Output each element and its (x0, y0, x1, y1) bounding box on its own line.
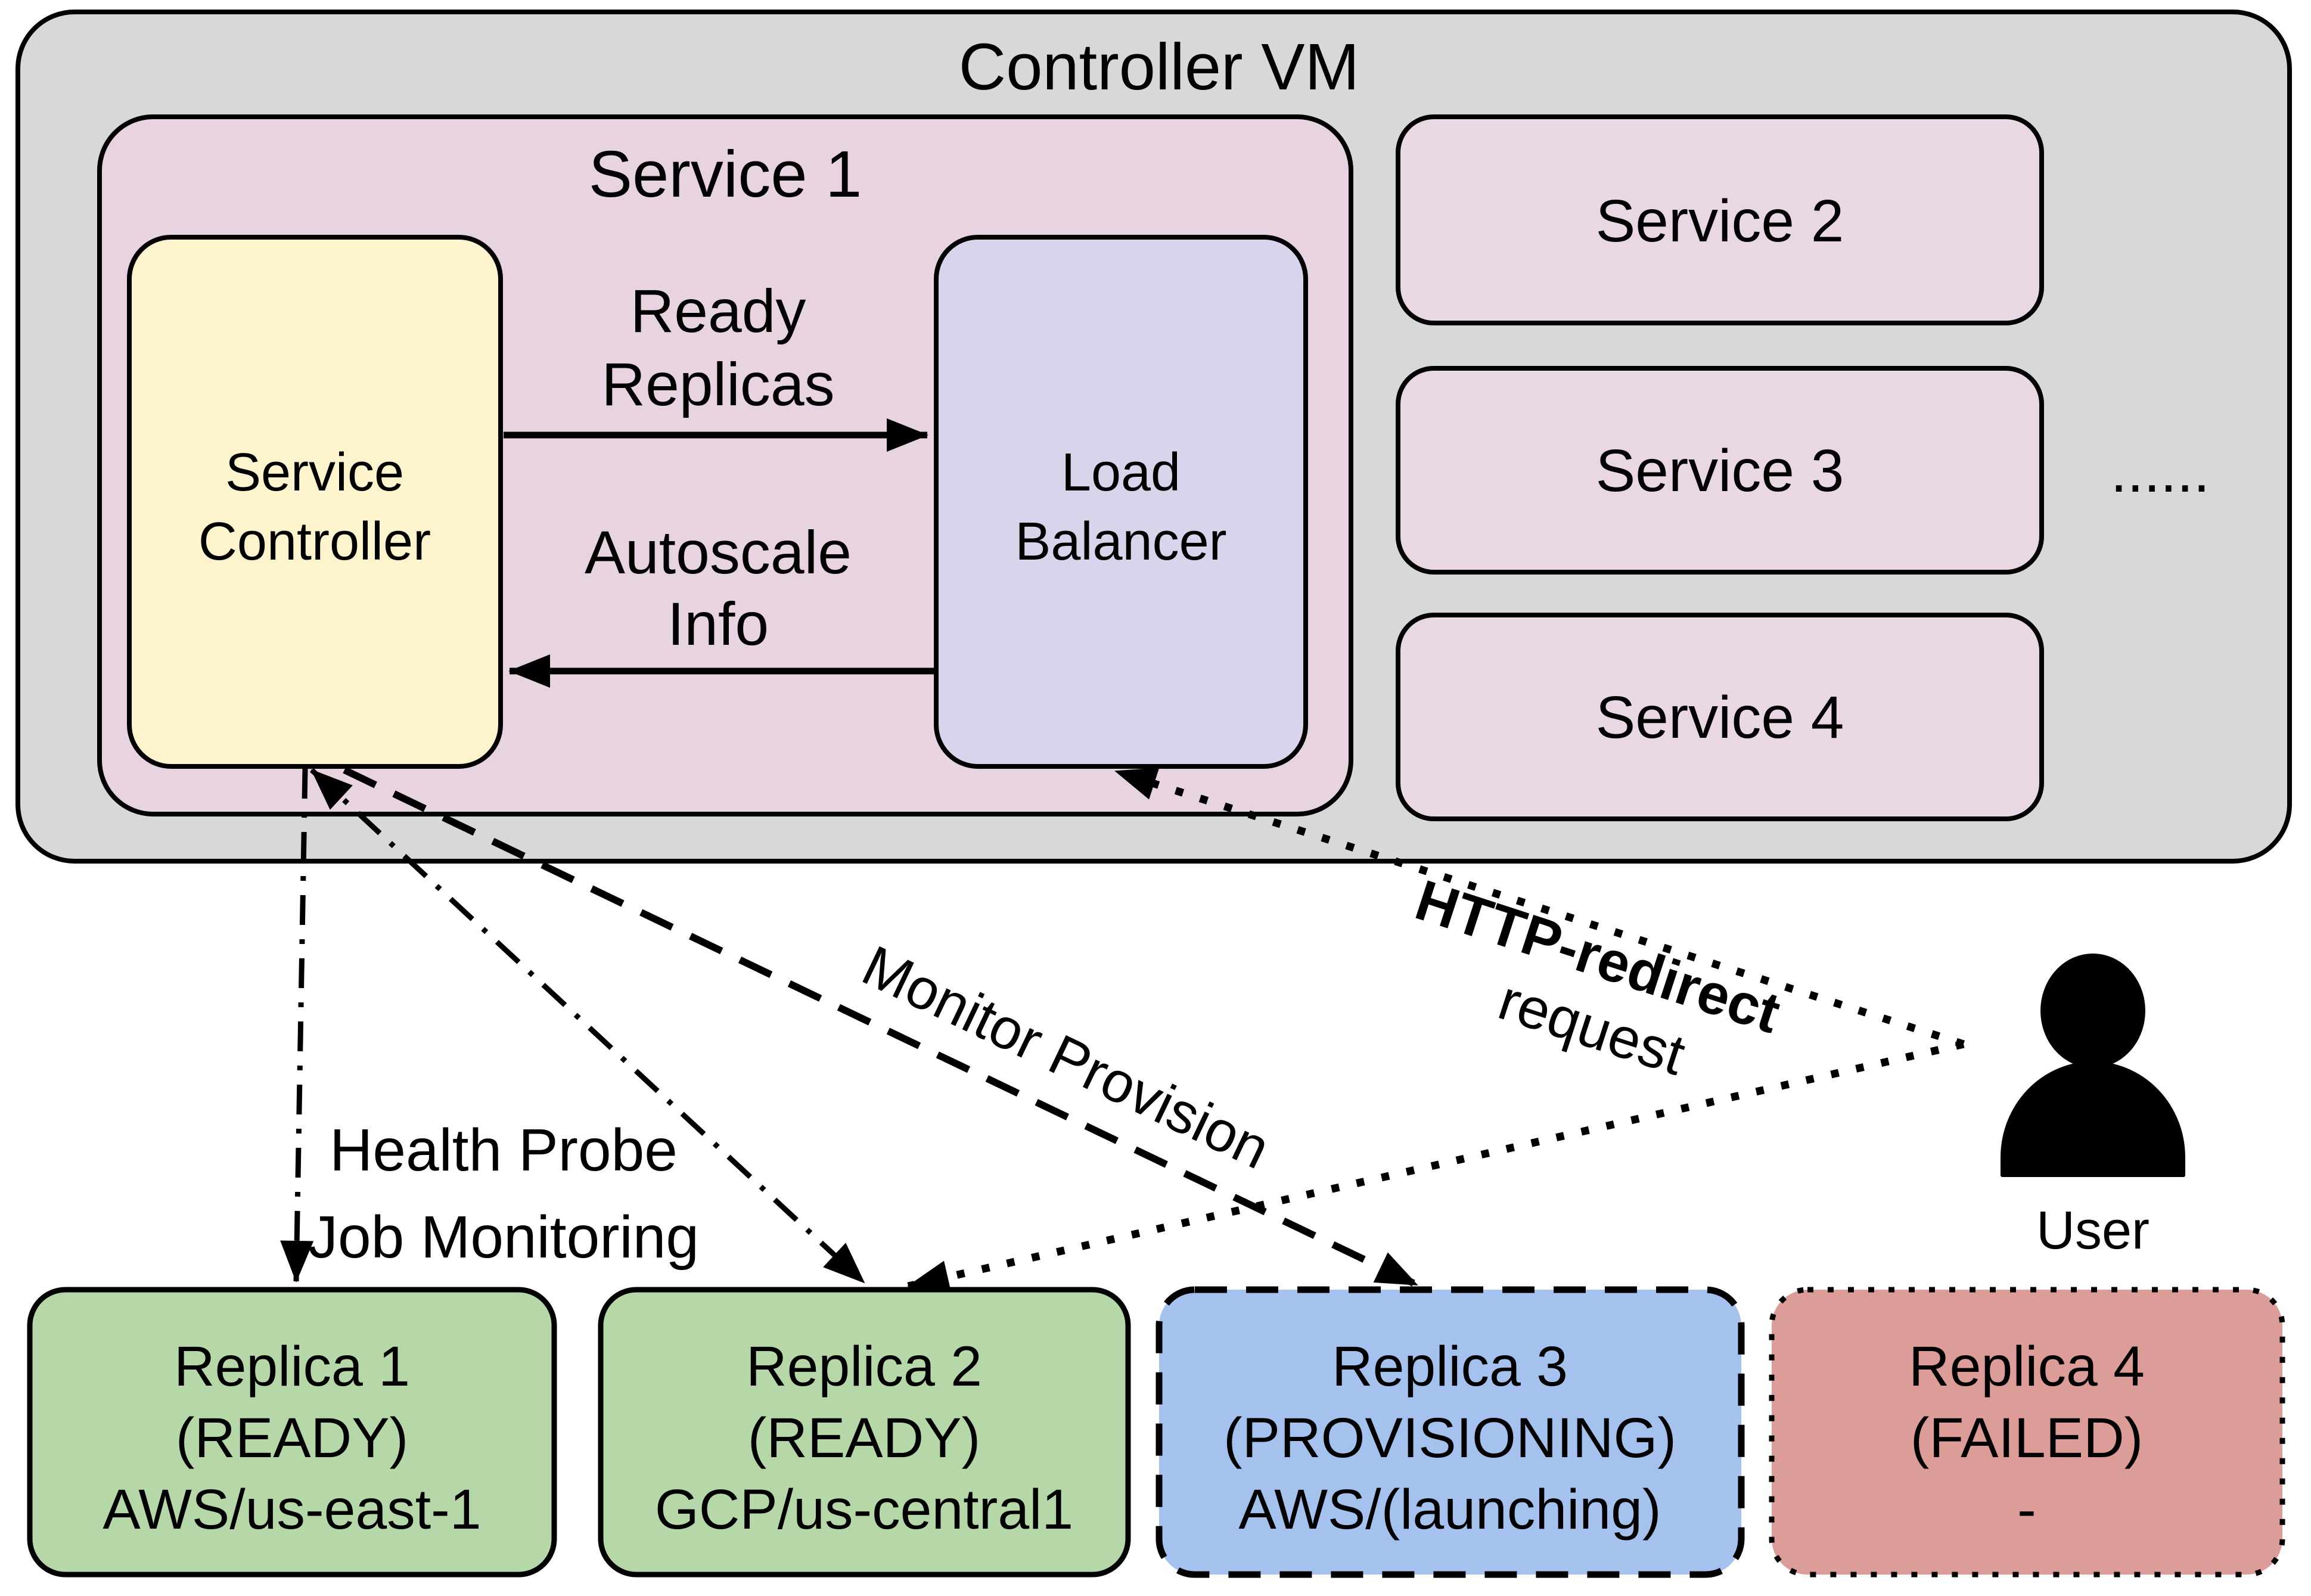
request-line (907, 1040, 1965, 1294)
service-controller-box (127, 235, 503, 769)
service4-box (1396, 613, 2044, 821)
replica-1-cloud-region: AWS/us-east-1 (102, 1478, 481, 1541)
replica-3-cloud-region: AWS/(launching) (1238, 1478, 1661, 1541)
health-probe-line-replica1 (280, 768, 314, 1283)
user-body-icon (2001, 1061, 2185, 1177)
replica-3-box (1156, 1286, 1745, 1578)
user-head-icon (2040, 954, 2145, 1068)
ready-replicas-label-line2: Replicas (601, 350, 834, 418)
controller-vm-title: Controller VM (959, 30, 1359, 104)
service-controller-label-line1: Service (225, 443, 404, 502)
load-balancer-label-line2: Balancer (1015, 512, 1226, 572)
service3-label: Service 3 (1596, 437, 1844, 504)
user-label: User (2036, 1201, 2150, 1260)
service2-label: Service 2 (1596, 188, 1844, 254)
monitor-provision-label-group: Monitor Provision (853, 933, 1279, 1181)
replica-3-name: Replica 3 (1332, 1335, 1568, 1398)
monitor-provision-line (343, 766, 1419, 1288)
replica-4-box (1769, 1287, 2285, 1578)
replica-1-status: (READY) (176, 1406, 409, 1470)
service-controller-label-line2: Controller (198, 512, 431, 572)
replica-2-status: (READY) (748, 1406, 981, 1470)
load-balancer-box (934, 235, 1308, 769)
replica-1-box (27, 1287, 557, 1578)
replica-4-status: (FAILED) (1911, 1406, 2144, 1470)
replica-2-name: Replica 2 (746, 1335, 982, 1398)
replica-2-cloud-region: GCP/us-central1 (655, 1478, 1073, 1541)
replica-4: Replica 4 (FAILED) - (1769, 1287, 2285, 1578)
replica-1: Replica 1 (READY) AWS/us-east-1 (27, 1287, 557, 1578)
autoscale-info-label-line1: Autoscale (585, 518, 852, 586)
monitor-provision-label: Monitor Provision (853, 933, 1279, 1181)
service4-label: Service 4 (1596, 684, 1844, 751)
health-probe-label-line1: Health Probe (330, 1117, 678, 1184)
replica-4-cloud-region: - (2017, 1478, 2036, 1541)
ready-replicas-label-line1: Ready (630, 277, 806, 345)
health-probe-label-line2: Job Monitoring (308, 1204, 699, 1271)
autoscale-info-label-line2: Info (667, 590, 769, 658)
replica-4-name: Replica 4 (1909, 1335, 2145, 1398)
load-balancer-label-line1: Load (1061, 443, 1181, 502)
replica-2-box (598, 1287, 1131, 1578)
replica-2: Replica 2 (READY) GCP/us-central1 (598, 1287, 1131, 1578)
service1-title: Service 1 (589, 138, 862, 211)
user-icon (2001, 954, 2185, 1177)
service3-box (1396, 366, 2044, 575)
replica-3-status: (PROVISIONING) (1223, 1406, 1676, 1470)
replica-1-name: Replica 1 (174, 1335, 410, 1398)
service2-box (1396, 114, 2044, 325)
replica-3: Replica 3 (PROVISIONING) AWS/(launching) (1156, 1286, 1745, 1578)
more-services-ellipsis: ...... (2111, 438, 2210, 505)
